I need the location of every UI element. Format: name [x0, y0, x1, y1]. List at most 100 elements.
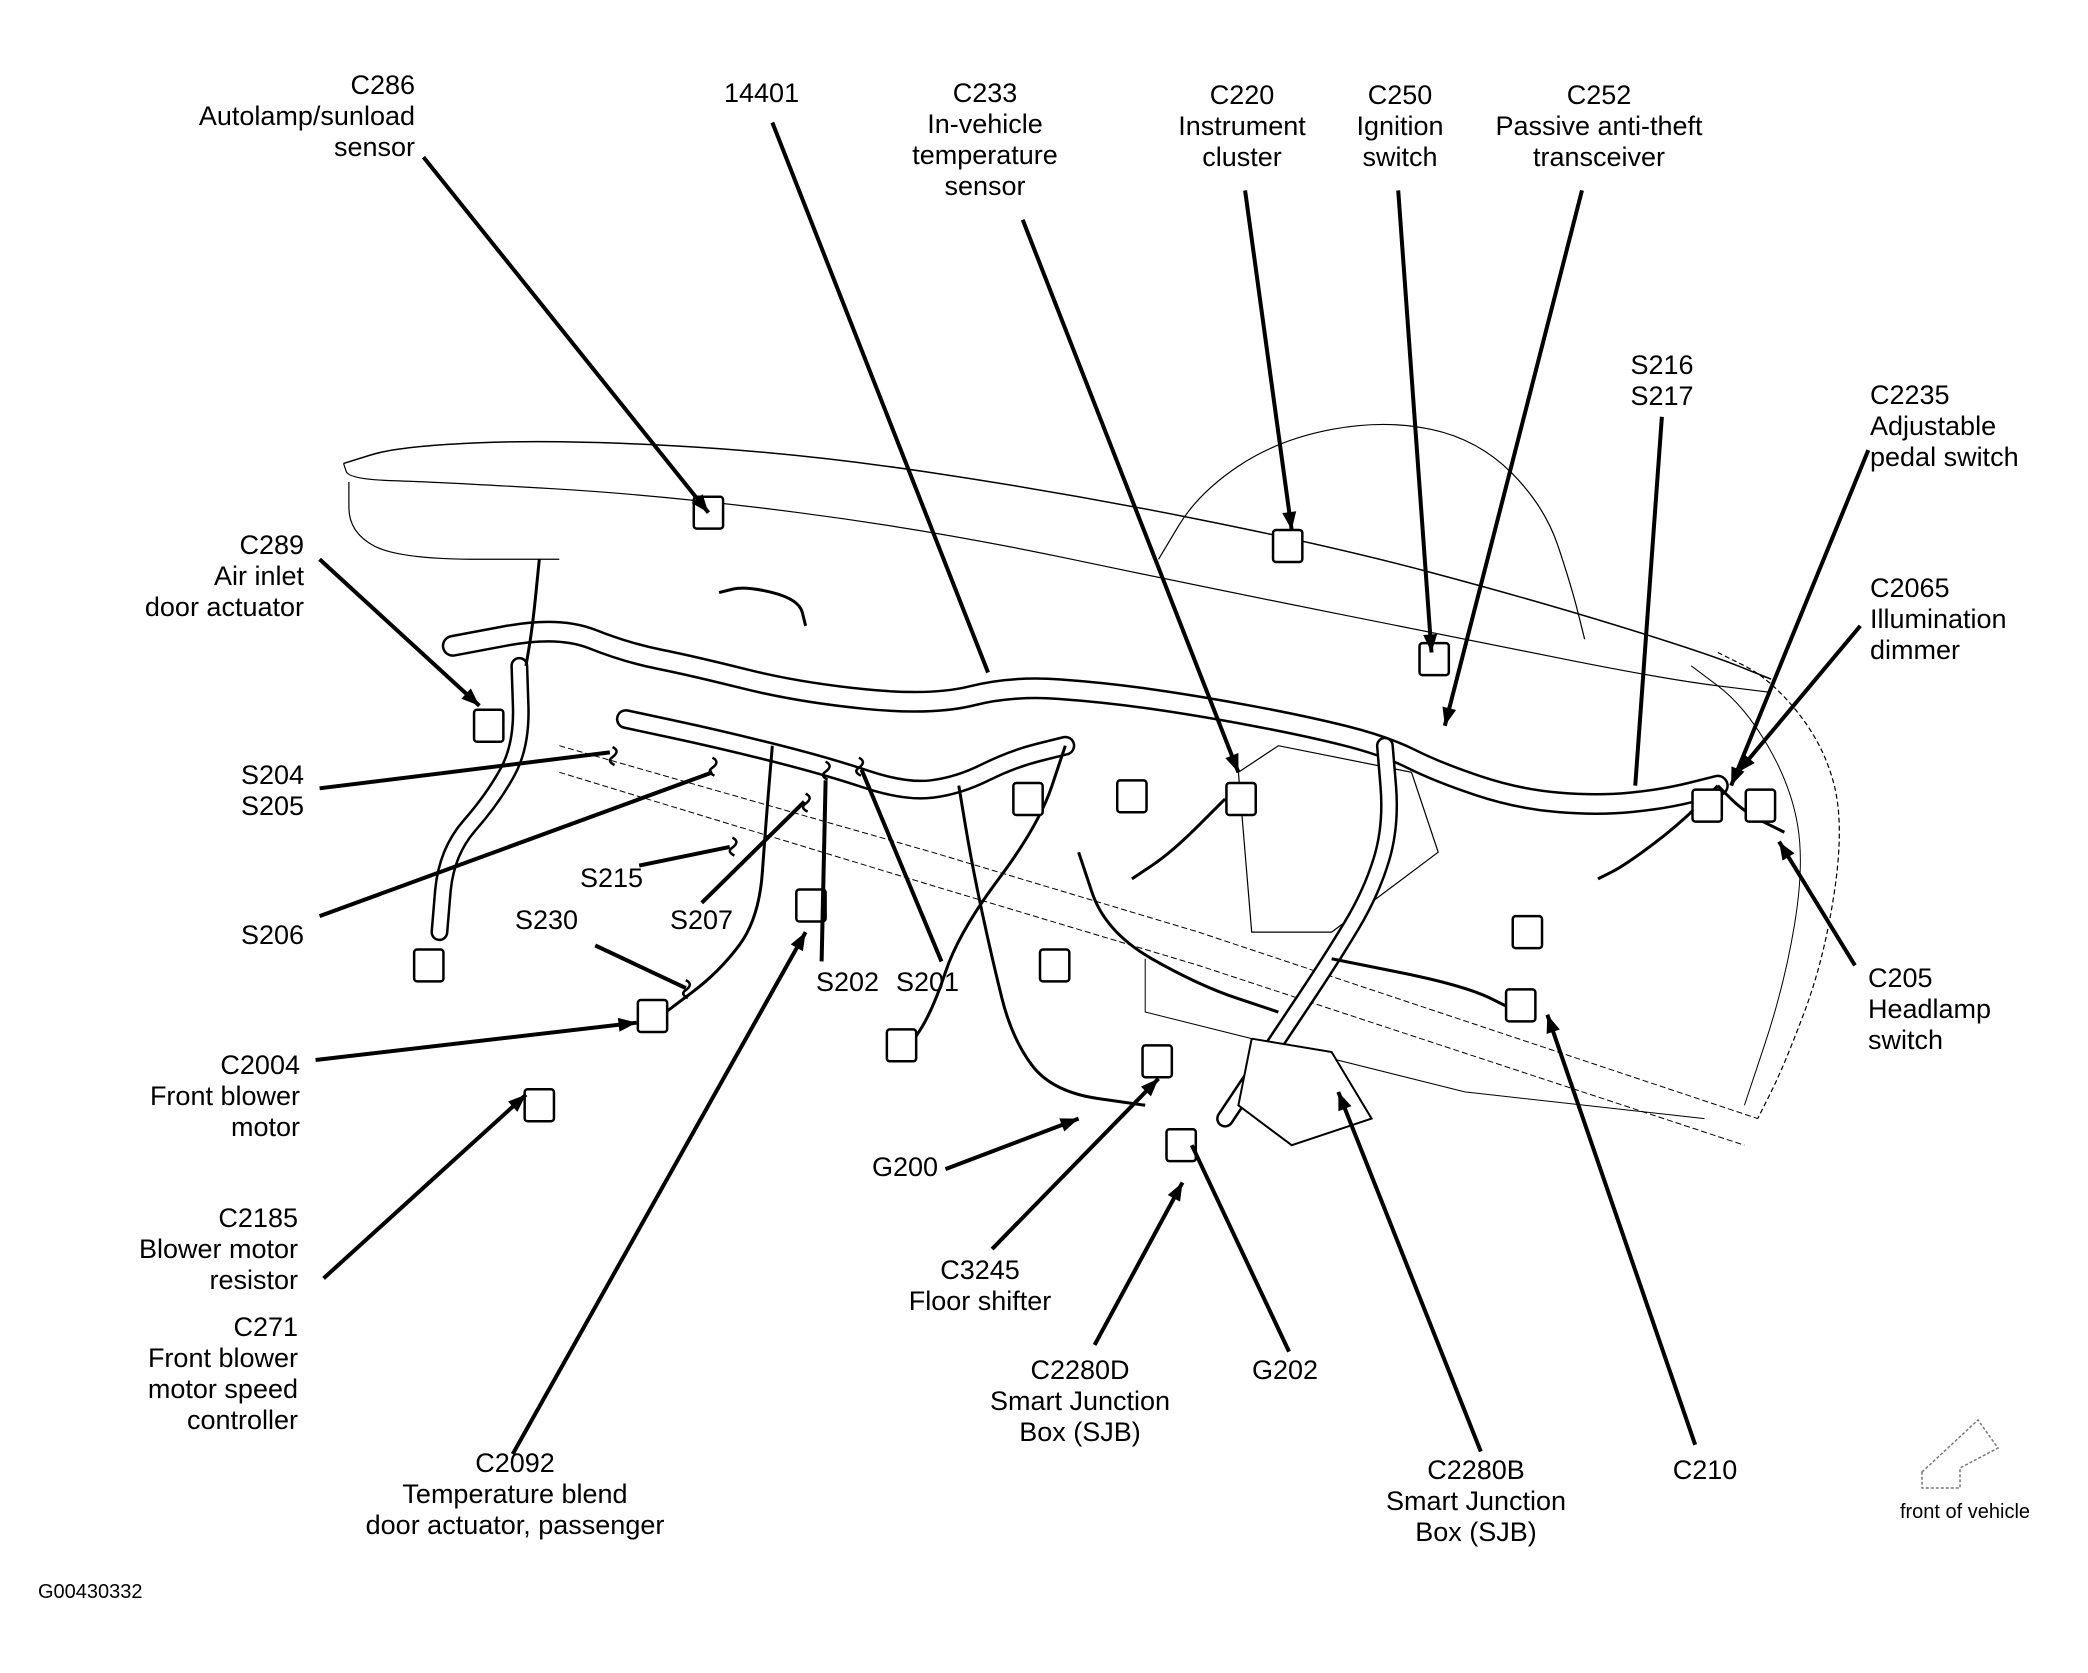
- lower-panel: [1144, 958, 1705, 1120]
- dash-top-edge-inner: [342, 463, 1772, 694]
- smart-junction-box: [1237, 1037, 1374, 1147]
- c3245-connector: [1141, 1044, 1174, 1079]
- arrowhead-icon: [1225, 753, 1239, 773]
- arrowhead-icon: [1059, 1118, 1079, 1132]
- arrowhead-icon: [617, 1017, 637, 1032]
- dash-left-end: [348, 482, 560, 560]
- lower-harness-fill: [618, 711, 1073, 798]
- callout-s207: S207: [670, 905, 734, 935]
- splice-2: [728, 836, 738, 857]
- c205-connector: [1744, 788, 1777, 823]
- cross-member-bottom: [559, 771, 1745, 1146]
- c250-connector: [1418, 641, 1451, 677]
- c2065-connector: [1691, 788, 1724, 823]
- leader-line-s207: [700, 800, 806, 905]
- connector-e: [1504, 988, 1537, 1023]
- arrowhead-icon: [1167, 1182, 1183, 1202]
- leader-line-c286: [421, 155, 710, 514]
- leader-line-c205: [1777, 840, 1857, 967]
- callout-g200: G200: [871, 1152, 938, 1182]
- dash-top-edge: [343, 440, 1772, 680]
- splice-5: [855, 756, 865, 777]
- leader-lines: [315, 121, 1871, 1456]
- splice-6: [682, 978, 692, 1000]
- arrowhead-icon: [1282, 511, 1297, 530]
- c220-connector: [1271, 528, 1304, 564]
- callout-s206: S206: [240, 920, 304, 950]
- front-of-vehicle-arrow-icon: [1921, 1418, 2000, 1489]
- splice-4: [821, 760, 831, 781]
- leader-line-14401: [770, 121, 990, 674]
- c210-connector: [1511, 914, 1544, 950]
- callout-s215: S215: [579, 863, 643, 893]
- c233-connector: [1225, 781, 1257, 817]
- leader-line-c2092: [510, 931, 808, 1456]
- connector-c: [1038, 948, 1071, 983]
- leader-line-c2004: [315, 1020, 637, 1062]
- arrowhead-icon: [1737, 754, 1755, 773]
- harness-wire-0: [664, 745, 774, 1014]
- leader-line-g200: [944, 1116, 1080, 1172]
- main-harness-trunk-fill: [444, 623, 1727, 813]
- arrowhead-icon: [1779, 841, 1795, 861]
- harness-wire-9: [524, 559, 541, 667]
- leader-line-c3245: [990, 1077, 1160, 1251]
- leader-line-s202: [819, 780, 828, 962]
- splice-0: [608, 745, 618, 767]
- c2280d-connector: [1165, 1127, 1198, 1163]
- front-of-vehicle-label: front of vehicle: [1899, 1501, 2031, 1523]
- harness-wire-1: [957, 785, 1146, 1107]
- callout-g202: G202: [1251, 1355, 1319, 1385]
- blower-connector: [412, 948, 445, 983]
- harness-wire-2: [904, 745, 1067, 1053]
- leader-line-c2185: [322, 1093, 528, 1280]
- connector-a: [1012, 781, 1044, 817]
- leader-line-c2280d: [1092, 1181, 1185, 1346]
- connector-d: [885, 1028, 918, 1063]
- c2004-connector: [636, 998, 669, 1034]
- center-drop-fill: [1218, 739, 1396, 1126]
- figure-id: G00430332: [38, 1581, 143, 1603]
- instrument-panel-drawing: [342, 423, 1840, 1163]
- leader-line-c2235: [1729, 449, 1871, 787]
- splice-3: [801, 792, 811, 813]
- leader-line-c250: [1396, 190, 1434, 653]
- c2185-connector: [523, 1088, 556, 1123]
- callout-s230: S230: [515, 905, 579, 935]
- left-drop-outline: [430, 656, 530, 942]
- arrowhead-icon: [1442, 706, 1457, 726]
- arrowhead-icon: [1423, 634, 1438, 653]
- harness-wire-3: [1077, 851, 1279, 1014]
- leader-line-s216: [1633, 416, 1664, 786]
- harness-wire-8: [718, 586, 808, 627]
- arrowhead-icon: [1546, 1014, 1560, 1035]
- arrowhead-icon: [790, 932, 806, 952]
- leader-line-s201: [859, 768, 944, 963]
- leader-line-s204: [319, 750, 611, 791]
- leader-line-c220: [1243, 190, 1294, 531]
- leader-line-c2065: [1736, 624, 1862, 774]
- c2092-connector: [795, 888, 827, 923]
- dash-right-end-inner: [1690, 665, 1801, 1106]
- leader-line-s206: [318, 770, 714, 919]
- callout-s202: S202: [816, 967, 880, 997]
- harness-wire-4: [1131, 797, 1227, 881]
- arrowhead-icon: [1338, 1091, 1352, 1112]
- leader-line-c2280b: [1336, 1091, 1483, 1453]
- leader-line-s215: [638, 844, 731, 868]
